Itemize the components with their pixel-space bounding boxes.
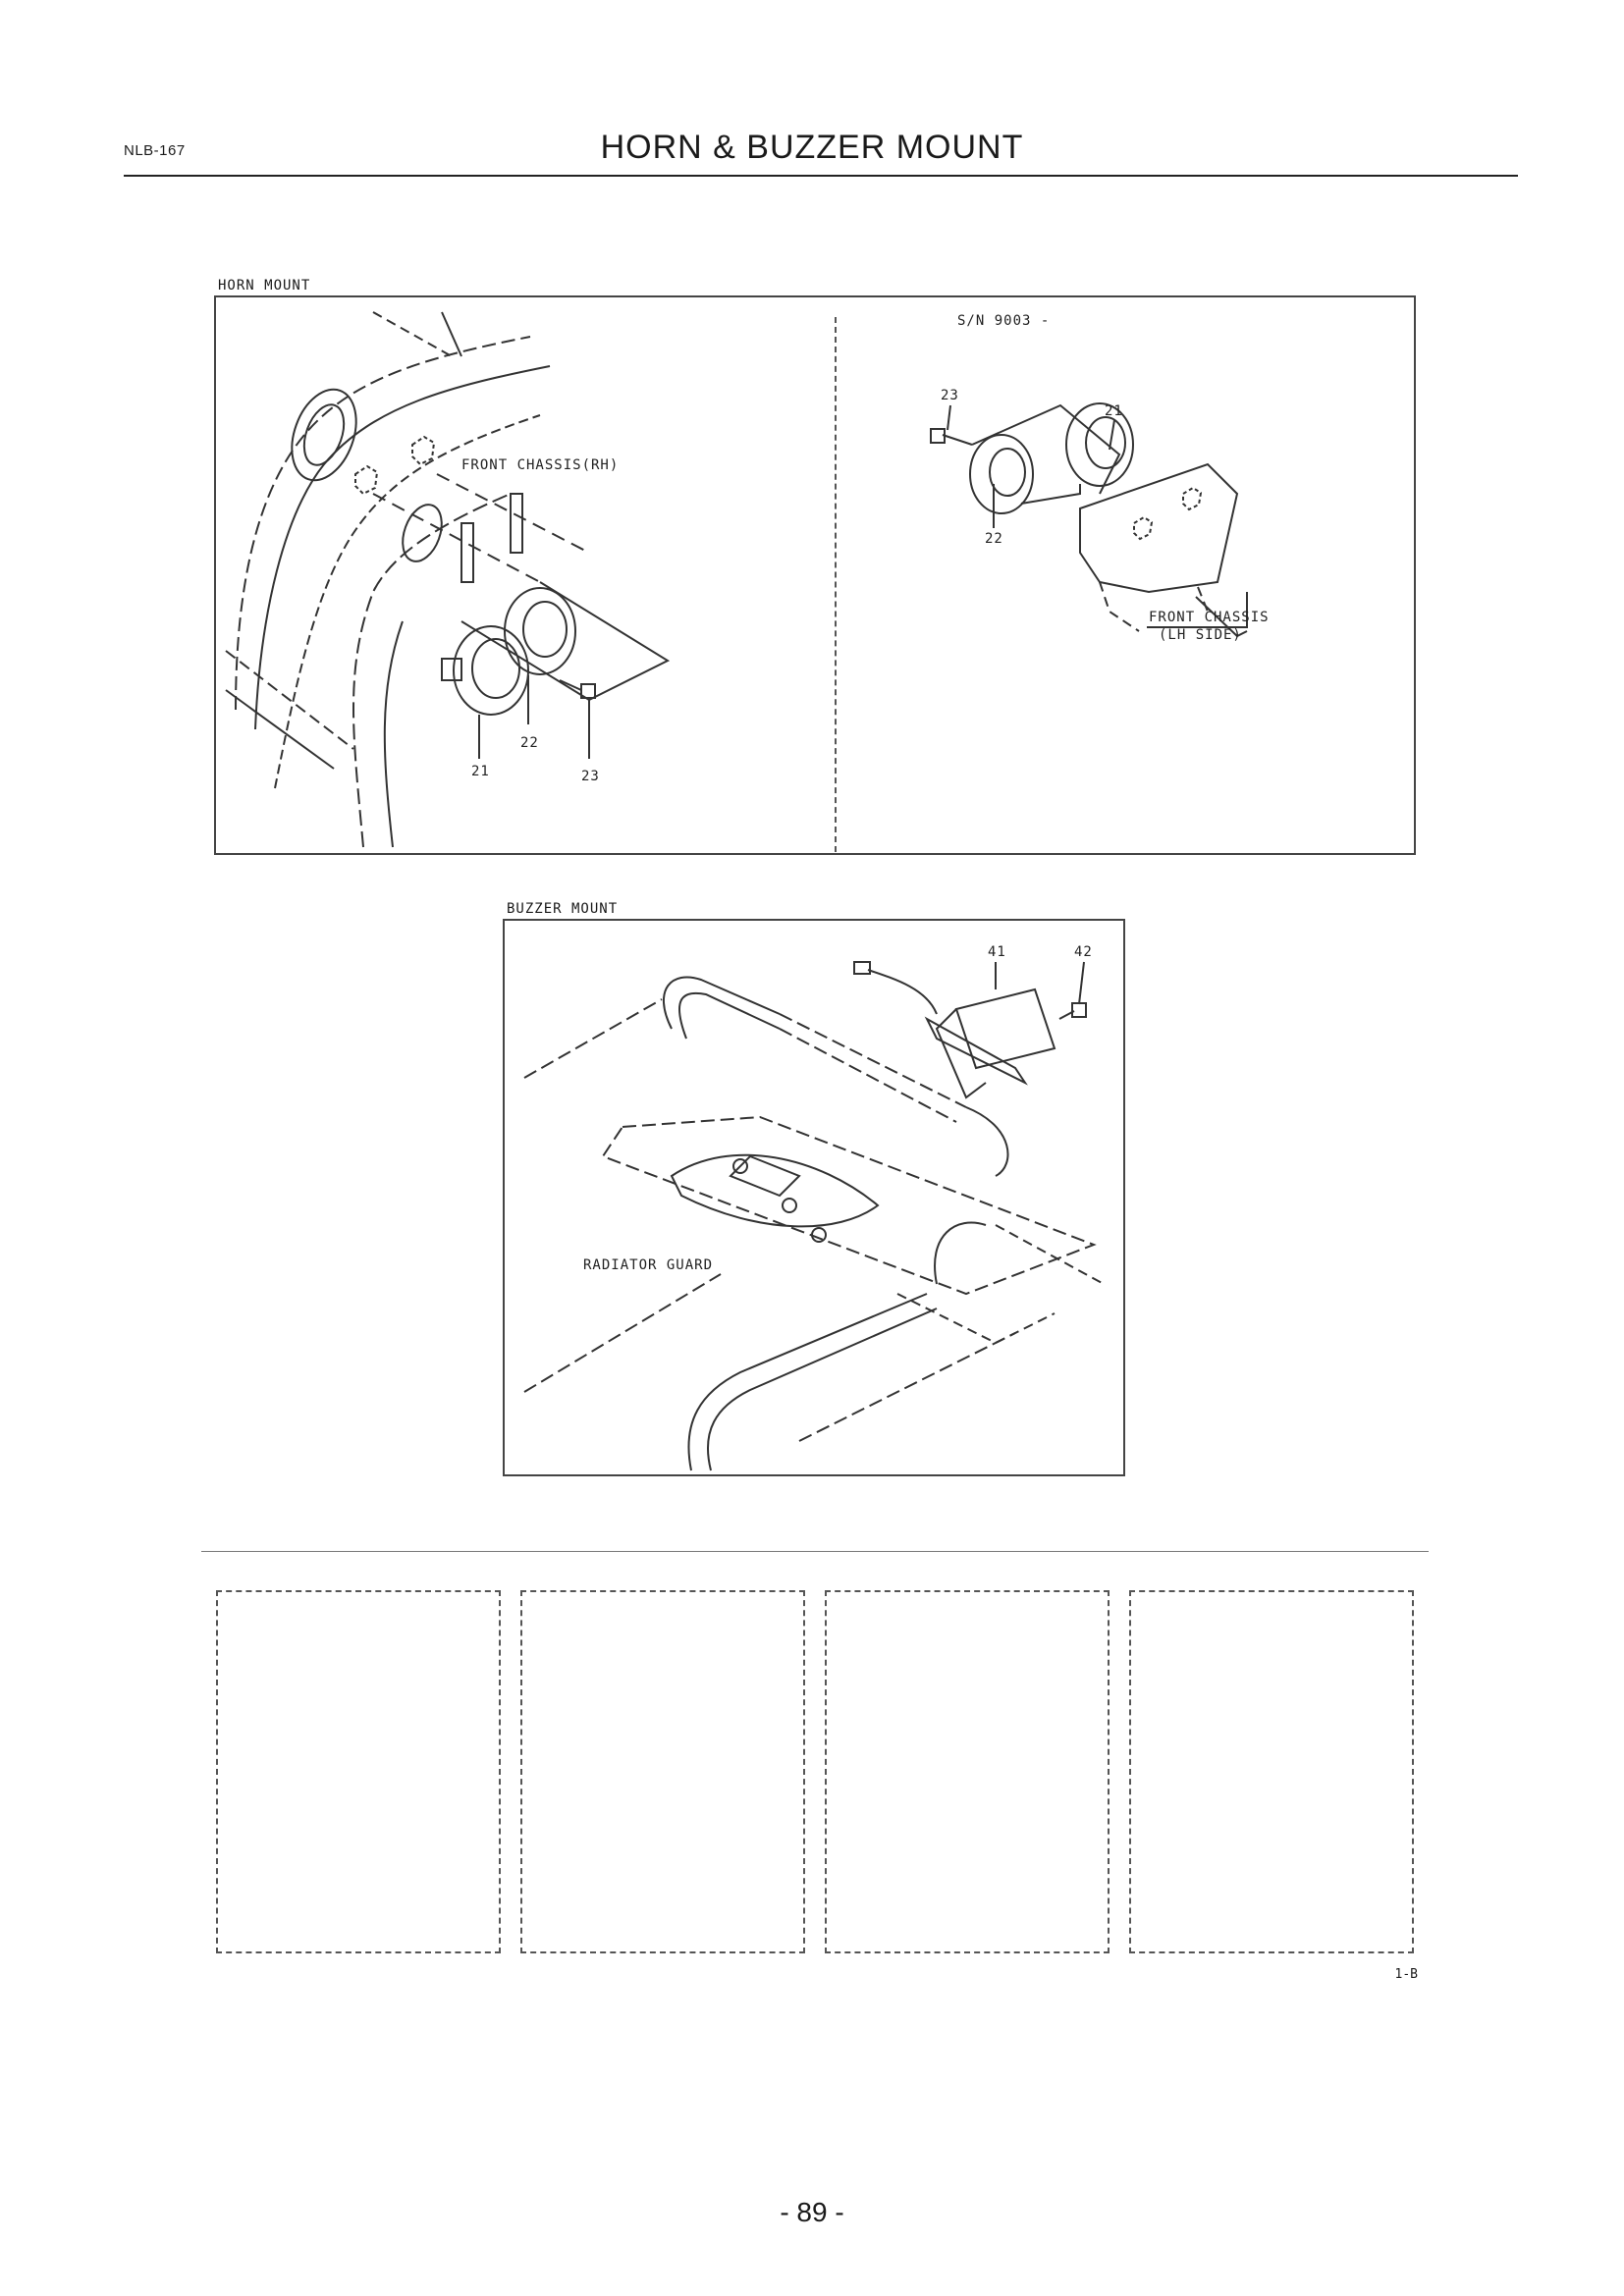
mount-point bbox=[411, 435, 436, 466]
guard-rail bbox=[523, 998, 663, 1079]
chassis-outline bbox=[1099, 581, 1140, 632]
buzzer-mount-panel: RADIATOR GUARD 41 42 bbox=[503, 919, 1125, 1476]
parts-box-1 bbox=[216, 1590, 501, 1953]
mount-point bbox=[1182, 486, 1203, 511]
sheet-reference: 1-B bbox=[1394, 1967, 1418, 1982]
bolt-23 bbox=[942, 434, 973, 446]
guard-rail bbox=[687, 1293, 928, 1471]
buzzer-mount-drawing: RADIATOR GUARD 41 42 bbox=[523, 944, 1105, 1471]
lh-side-label: (LH SIDE) bbox=[1159, 627, 1242, 643]
chassis-outline bbox=[383, 620, 404, 848]
radiator-guard-plate bbox=[670, 1153, 880, 1228]
radiator-guard-plate bbox=[729, 1154, 801, 1198]
bracket-plane bbox=[1020, 484, 1081, 505]
document-code: NLB-167 bbox=[124, 142, 186, 159]
bolt-head bbox=[930, 428, 946, 444]
fastener bbox=[782, 1198, 797, 1213]
guard-rail bbox=[965, 1106, 1009, 1177]
callout-41: 41 bbox=[988, 944, 1006, 960]
callout-23: 23 bbox=[581, 769, 600, 784]
parts-box-4 bbox=[1129, 1590, 1414, 1953]
horn-22 bbox=[504, 587, 576, 675]
bracket-plane bbox=[460, 581, 671, 702]
callout-21: 21 bbox=[1105, 403, 1123, 419]
chassis-outline bbox=[225, 650, 354, 750]
chassis-outline bbox=[372, 311, 453, 357]
buzzer-mount-label: BUZZER MOUNT bbox=[507, 901, 619, 917]
chassis-outline bbox=[225, 689, 335, 770]
horn-connector bbox=[441, 658, 462, 681]
fastener bbox=[811, 1227, 827, 1243]
horn-22 bbox=[969, 434, 1034, 514]
horn-21 bbox=[1065, 402, 1134, 487]
horn-22 bbox=[522, 601, 568, 658]
guard-rail bbox=[779, 1013, 967, 1108]
horn-mount-panel: FRONT CHASSIS(RH) 21 22 23 S/N 9003 - 23… bbox=[214, 295, 1416, 855]
bracket-plane bbox=[436, 473, 590, 554]
page-title: HORN & BUZZER MOUNT bbox=[600, 129, 1024, 166]
chassis-outline bbox=[352, 493, 512, 848]
front-chassis-lh-label: FRONT CHASSIS bbox=[1149, 610, 1270, 625]
radiator-guard-plate bbox=[601, 1115, 1097, 1296]
chassis-outline bbox=[235, 336, 531, 711]
bolt-head bbox=[1071, 1002, 1087, 1018]
parts-box-3 bbox=[825, 1590, 1110, 1953]
bolt-23 bbox=[559, 679, 582, 691]
radiator-guard-label: RADIATOR GUARD bbox=[583, 1257, 713, 1273]
chassis-outline bbox=[441, 311, 462, 357]
buzzer-wire bbox=[867, 969, 938, 1015]
guard-rail bbox=[523, 1273, 722, 1393]
horn-22 bbox=[989, 448, 1026, 497]
mount-point bbox=[1133, 515, 1154, 541]
leader-line bbox=[947, 404, 951, 431]
guard-rail bbox=[677, 991, 781, 1040]
bracket-plane bbox=[971, 403, 1121, 495]
horn-21 bbox=[453, 625, 529, 716]
label-underline bbox=[1147, 592, 1248, 628]
header-rule bbox=[124, 175, 1518, 177]
chassis-outline bbox=[254, 365, 551, 730]
guard-rail bbox=[798, 1332, 1016, 1442]
leader-line bbox=[1195, 596, 1248, 638]
chassis-outline bbox=[1079, 462, 1239, 594]
guard-rail bbox=[995, 1224, 1105, 1285]
buzzer-41 bbox=[935, 1008, 987, 1099]
horn-21 bbox=[471, 638, 520, 699]
parts-box-2 bbox=[520, 1590, 805, 1953]
buzzer-bracket bbox=[924, 1016, 1028, 1086]
serial-note: S/N 9003 - bbox=[957, 313, 1050, 329]
callout-23: 23 bbox=[941, 388, 959, 403]
fastener bbox=[732, 1158, 748, 1174]
mount-point bbox=[354, 464, 379, 496]
callout-42: 42 bbox=[1074, 944, 1093, 960]
guard-rail bbox=[779, 1028, 957, 1123]
chassis-outline bbox=[274, 414, 541, 789]
horn-bracket bbox=[510, 493, 523, 554]
chassis-hole bbox=[291, 388, 357, 482]
buzzer-41 bbox=[954, 988, 1056, 1070]
horn-mount-label: HORN MOUNT bbox=[218, 278, 311, 294]
horn-mount-drawing: FRONT CHASSIS(RH) 21 22 23 S/N 9003 - 23… bbox=[225, 311, 1270, 848]
leader-line bbox=[1078, 961, 1085, 1005]
horn-21 bbox=[1085, 416, 1126, 469]
callout-22: 22 bbox=[985, 531, 1003, 547]
guard-rail bbox=[934, 1221, 987, 1285]
bracket-plane bbox=[372, 493, 541, 583]
buzzer-plug bbox=[853, 961, 871, 975]
callout-22: 22 bbox=[520, 735, 539, 751]
guard-rail bbox=[662, 976, 781, 1030]
guard-rail bbox=[896, 1293, 1056, 1345]
horn-bracket bbox=[460, 522, 474, 583]
horn-panel-divider bbox=[835, 317, 837, 852]
leader-line bbox=[1109, 419, 1115, 451]
callout-21: 21 bbox=[471, 764, 490, 779]
page-number: - 89 - bbox=[780, 2197, 844, 2227]
guard-rail bbox=[706, 1308, 938, 1471]
front-chassis-rh-label: FRONT CHASSIS(RH) bbox=[461, 457, 619, 473]
section-separator bbox=[201, 1551, 1429, 1552]
chassis-hole bbox=[302, 403, 346, 466]
chassis-hole bbox=[402, 504, 443, 562]
